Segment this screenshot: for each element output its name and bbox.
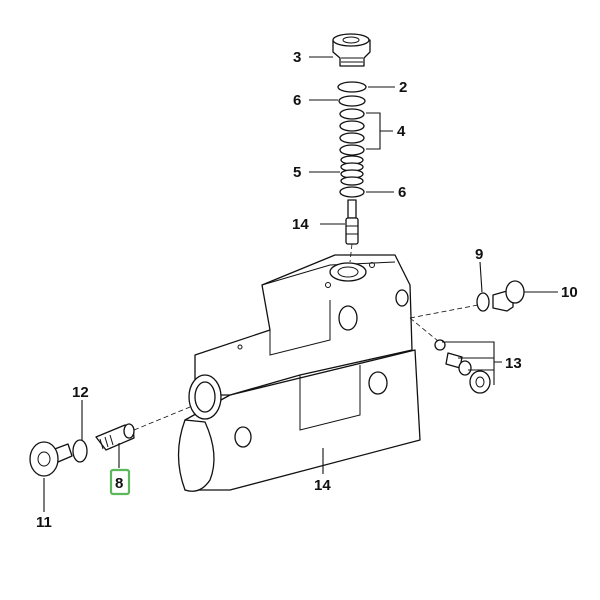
plug-part-10[interactable]	[492, 280, 525, 312]
plug-part-11[interactable]	[29, 441, 73, 477]
valve-body[interactable]	[177, 254, 421, 492]
callout-8: 8	[115, 475, 123, 492]
callout-14-upper: 14	[292, 216, 309, 233]
callout-5: 5	[293, 164, 301, 181]
callout-8-highlight	[109, 468, 131, 496]
oring-part-12[interactable]	[72, 439, 88, 463]
oring-part-2[interactable]	[337, 81, 367, 93]
ring-part-6-lower[interactable]	[339, 186, 365, 198]
callout-14-lower: 14	[314, 477, 331, 494]
callout-10: 10	[561, 284, 578, 301]
callout-3: 3	[293, 49, 301, 66]
check-parts-13[interactable]	[434, 339, 491, 394]
callout-6-upper: 6	[293, 92, 301, 109]
spool-part-8[interactable]	[95, 423, 135, 451]
leader-lines	[43, 56, 558, 512]
washers-part-4[interactable]	[339, 108, 365, 156]
callout-9: 9	[475, 246, 483, 263]
plug-part-3[interactable]	[332, 33, 371, 67]
callout-2: 2	[399, 79, 407, 96]
callouts: 3 2 6 4 5 6 14 9 10 13 12 8 14 11	[36, 49, 578, 531]
oring-part-9[interactable]	[476, 292, 490, 312]
spring-part-5[interactable]	[340, 155, 364, 186]
spool-part-14-top[interactable]	[345, 199, 359, 245]
callout-6-lower: 6	[398, 184, 406, 201]
callout-13: 13	[505, 355, 522, 372]
callout-4: 4	[397, 123, 406, 140]
ring-part-6-upper[interactable]	[338, 95, 366, 107]
callout-12: 12	[72, 384, 89, 401]
callout-11: 11	[36, 514, 52, 531]
